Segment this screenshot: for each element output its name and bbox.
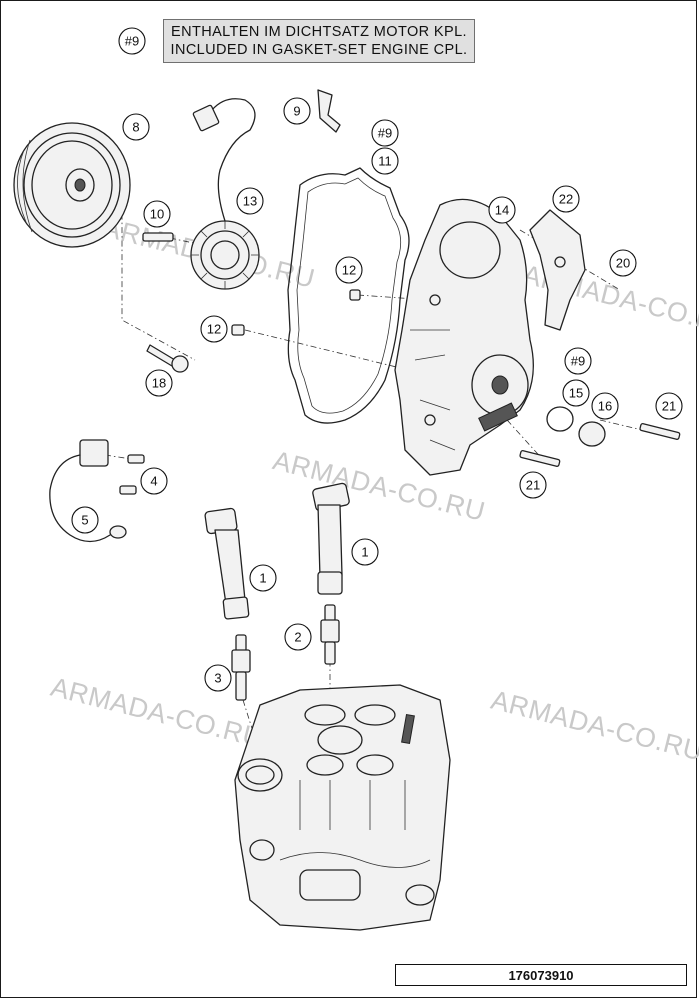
gasket-part <box>287 167 410 424</box>
bracket-hole <box>554 256 566 268</box>
svg-text:20: 20 <box>616 256 630 271</box>
svg-text:13: 13 <box>243 194 257 209</box>
watermark: ARMADA-CO.RU <box>488 685 699 767</box>
callout-part-21-lower: 21 <box>519 471 547 499</box>
callout-part-12-lower: 12 <box>200 315 228 343</box>
watermark: ARMADA-CO.RU <box>48 672 266 754</box>
note-line-english: INCLUDED IN GASKET-SET ENGINE CPL. <box>170 42 468 58</box>
svg-text:14: 14 <box>495 203 509 218</box>
svg-text:21: 21 <box>526 478 540 493</box>
gasket-set-note: ENTHALTEN IM DICHTSATZ MOTOR KPL. INCLUD… <box>163 19 475 63</box>
svg-text:2: 2 <box>294 630 301 645</box>
svg-text:9: 9 <box>293 104 300 119</box>
plug-part-16 <box>578 421 606 447</box>
generator-cover-part <box>394 198 534 476</box>
bracket-part-22 <box>529 209 586 331</box>
callout-ref9-top: #9 <box>118 27 146 55</box>
callout-part-10: 10 <box>143 200 171 228</box>
callout-part-14: 14 <box>488 196 516 224</box>
svg-text:5: 5 <box>81 513 88 528</box>
ignition-coil-right <box>312 482 350 595</box>
drawing-number: 176073910 <box>508 967 574 983</box>
svg-text:21: 21 <box>662 399 676 414</box>
svg-text:4: 4 <box>150 474 157 489</box>
drawing-number-box: 176073910 <box>395 964 687 986</box>
svg-text:10: 10 <box>150 207 164 222</box>
callout-part-5: 5 <box>71 506 99 534</box>
bolts <box>142 232 189 373</box>
svg-text:18: 18 <box>152 376 166 391</box>
callout-part-21-right: 21 <box>655 392 683 420</box>
callout-part-18: 18 <box>145 369 173 397</box>
callout-part-16: 16 <box>591 392 619 420</box>
callout-part-8: 8 <box>122 113 150 141</box>
svg-text:22: 22 <box>559 192 573 207</box>
svg-text:12: 12 <box>342 263 356 278</box>
callout-part-1-left: 1 <box>249 564 277 592</box>
spark-plug-left <box>231 634 251 701</box>
callout-part-1-right: 1 <box>351 538 379 566</box>
o-ring-part-15 <box>546 406 574 432</box>
svg-text:15: 15 <box>569 386 583 401</box>
svg-text:16: 16 <box>598 399 612 414</box>
callout-ref9-seal: #9 <box>564 347 592 375</box>
clip-part-9 <box>317 89 341 133</box>
svg-text:8: 8 <box>132 120 139 135</box>
svg-text:#9: #9 <box>378 126 392 141</box>
callout-part-3: 3 <box>204 664 232 692</box>
dowel-12-lower <box>231 324 245 336</box>
note-line-german: ENTHALTEN IM DICHTSATZ MOTOR KPL. <box>171 24 467 40</box>
svg-text:11: 11 <box>378 154 392 169</box>
flywheel-part <box>13 122 131 248</box>
svg-text:#9: #9 <box>125 34 139 49</box>
callout-part-20: 20 <box>609 249 637 277</box>
callout-part-2: 2 <box>284 623 312 651</box>
callout-ref9-gasket: #9 <box>371 119 399 147</box>
bolt-21-right-line <box>599 419 656 434</box>
callout-part-11: 11 <box>371 147 399 175</box>
callout-part-12-upper: 12 <box>335 256 363 284</box>
cylinder-head-part <box>234 684 451 931</box>
dowel-12-upper-line <box>357 294 431 301</box>
svg-text:1: 1 <box>361 545 368 560</box>
svg-text:1: 1 <box>259 571 266 586</box>
pickup-sensor-part <box>49 439 145 543</box>
bolt-part-21-right <box>639 423 681 440</box>
svg-text:3: 3 <box>214 671 221 686</box>
callout-part-4: 4 <box>140 467 168 495</box>
bolt-part-21-lower <box>519 450 561 467</box>
dowel-12-upper <box>349 289 361 301</box>
ignition-coil-left <box>204 507 250 620</box>
spark-plug-right <box>320 604 340 665</box>
stator-part <box>190 98 260 290</box>
svg-text:#9: #9 <box>571 354 585 369</box>
callout-part-9: 9 <box>283 97 311 125</box>
callout-part-13: 13 <box>236 187 264 215</box>
callout-part-22: 22 <box>552 185 580 213</box>
callout-part-15: 15 <box>562 379 590 407</box>
svg-text:12: 12 <box>207 322 221 337</box>
